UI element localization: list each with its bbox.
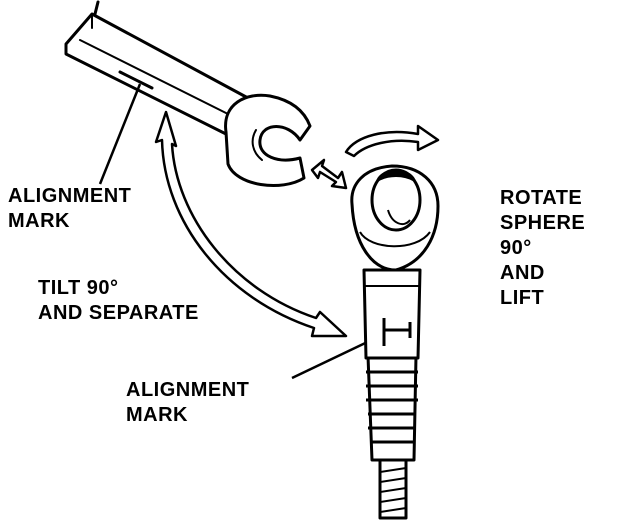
sphere-cap <box>376 169 416 182</box>
tilt-arrow <box>154 110 348 338</box>
label-alignment-mark-bottom: ALIGNMENT MARK <box>126 378 249 428</box>
label-rotate-sphere: ROTATE SPHERE 90° AND LIFT <box>500 186 585 311</box>
sphere-shade <box>387 209 411 226</box>
tool-socket <box>224 93 312 187</box>
label-line: SPHERE <box>500 212 586 234</box>
label-line: LIFT <box>500 287 545 309</box>
label-line: MARK <box>126 404 188 426</box>
tool-handle <box>64 12 250 136</box>
upper-body <box>362 268 422 360</box>
socket-inner-shade <box>251 129 263 161</box>
label-line: ROTATE <box>500 187 583 209</box>
alignment-mark-bottom <box>382 318 412 346</box>
leader-top <box>98 83 142 185</box>
separate-arrow <box>310 158 348 190</box>
sphere-housing-rim <box>359 231 431 248</box>
label-line: TILT 90° <box>38 277 119 299</box>
label-line: 90° <box>500 237 532 259</box>
label-line: AND SEPARATE <box>38 302 199 324</box>
body-ridges <box>366 370 418 444</box>
alignment-mark-line-top <box>118 70 154 90</box>
rotate-arrow <box>344 124 440 158</box>
thread-lines <box>379 467 407 513</box>
handle-inner-edge <box>79 39 237 119</box>
label-line: AND <box>500 262 545 284</box>
label-line: ALIGNMENT <box>126 379 250 401</box>
upper-tool <box>64 0 312 187</box>
ball-joint-shaft <box>350 164 440 520</box>
label-line: MARK <box>8 210 70 232</box>
label-alignment-mark-top: ALIGNMENT MARK <box>8 184 131 234</box>
label-tilt-separate: TILT 90° AND SEPARATE <box>38 276 199 326</box>
label-line: ALIGNMENT <box>8 185 132 207</box>
